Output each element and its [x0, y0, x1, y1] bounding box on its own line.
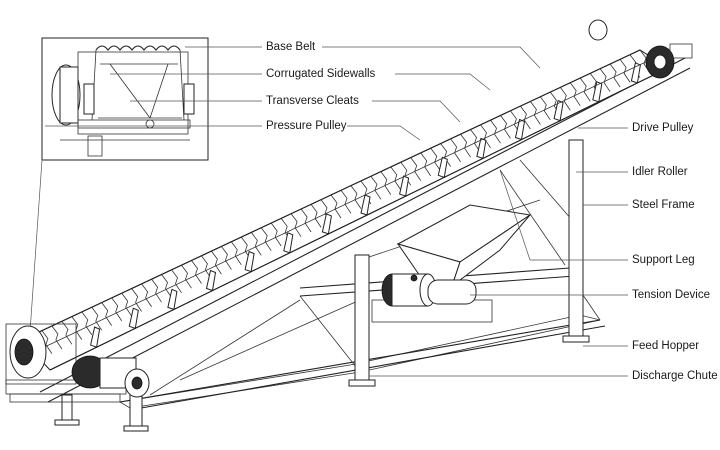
sidewall-fold [260, 227, 272, 251]
belt [21, 49, 670, 371]
sidewall-fold [71, 316, 83, 340]
sidewall-fold [609, 63, 621, 88]
sidewall-fold [390, 166, 402, 191]
label-tension-device: Tension Device [632, 289, 710, 301]
sidewall-fold [440, 143, 451, 167]
sidewall-fold [460, 133, 471, 158]
cleat [476, 137, 487, 160]
label-drive-pulley: Drive Pulley [632, 122, 694, 134]
sidewall-fold [300, 208, 312, 233]
sidewall-fold [340, 190, 352, 214]
cleat [514, 118, 526, 141]
label-pressure-pulley: Pressure Pulley [266, 120, 347, 132]
sidewall-fold [250, 232, 262, 256]
cleat [90, 326, 101, 348]
sidewall-fold [569, 82, 581, 106]
sidewall-fold [310, 204, 322, 228]
label-feed-hopper: Feed Hopper [632, 340, 700, 352]
cleat [321, 213, 332, 235]
sidewall-fold [141, 283, 152, 308]
sidewall-fold [61, 321, 73, 345]
sidewall-fold [270, 222, 282, 247]
cleat [630, 62, 641, 84]
cleat [205, 269, 217, 292]
label-support-leg: Support Leg [632, 254, 695, 266]
sidewall-fold [579, 77, 591, 102]
sidewall-fold [41, 330, 53, 354]
sidewall-fold [230, 241, 242, 266]
sidewall-fold [480, 124, 491, 149]
sidewall-fold [121, 292, 133, 317]
sidewall-fold [490, 119, 501, 144]
motor-unit [371, 273, 493, 323]
sidewall-fold [181, 264, 192, 289]
sidewall-fold [520, 105, 531, 130]
sidewall-fold [330, 194, 342, 219]
sidewall-fold [51, 325, 63, 350]
cleat [360, 194, 371, 216]
cleat [244, 250, 255, 273]
sidewall-fold [81, 311, 93, 336]
sidewall-fold [221, 246, 232, 270]
label-discharge-chute: Discharge Chute [632, 370, 718, 382]
sidewall-fold [500, 115, 511, 139]
label-idler-roller: Idler Roller [632, 166, 688, 178]
sidewall-fold [191, 260, 202, 284]
sidewall-fold [151, 278, 162, 303]
sidewall-fold [410, 157, 422, 181]
sidewall-fold [101, 302, 113, 326]
sidewall-fold [530, 101, 541, 125]
feed-hopper-shape [396, 204, 532, 288]
drive-pulley-shape [588, 19, 693, 79]
sidewall-fold [290, 213, 302, 237]
label-transverse-cleats: Transverse Cleats [266, 95, 359, 107]
label-steel-frame: Steel Frame [632, 199, 695, 211]
label-base-belt: Base Belt [266, 41, 316, 53]
cleat [553, 99, 564, 122]
sidewall-fold [111, 297, 123, 322]
sidewall-fold [559, 87, 571, 111]
steel-frame-structure [39, 57, 691, 432]
sidewall-fold [201, 255, 212, 280]
cleat [399, 175, 410, 197]
sidewall-fold [211, 250, 222, 275]
cleat [128, 307, 139, 329]
sidewall-fold [450, 138, 461, 163]
tail-pulley-shape [5, 323, 150, 403]
cleat [283, 232, 294, 254]
sidewall-fold [370, 176, 382, 200]
sidewall-fold [380, 171, 392, 195]
sidewall-fold [430, 147, 442, 172]
cleat [167, 288, 178, 311]
sidewall-fold [131, 288, 142, 312]
sidewall-fold [470, 129, 481, 153]
sidewall-fold [539, 96, 551, 121]
sidewall-fold [91, 307, 103, 331]
label-corrugated-sidewalls: Corrugated Sidewalls [266, 68, 376, 80]
sidewall-fold [420, 152, 432, 177]
sidewall-fold [350, 185, 362, 209]
cleat [437, 156, 448, 178]
inset-detail [29, 37, 209, 333]
sidewall-fold [171, 269, 182, 294]
sidewall-fold [161, 274, 172, 298]
leader-lines [45, 46, 628, 377]
sidewall-fold [619, 59, 631, 83]
cleat [592, 81, 603, 103]
sidewall-fold [599, 68, 611, 92]
